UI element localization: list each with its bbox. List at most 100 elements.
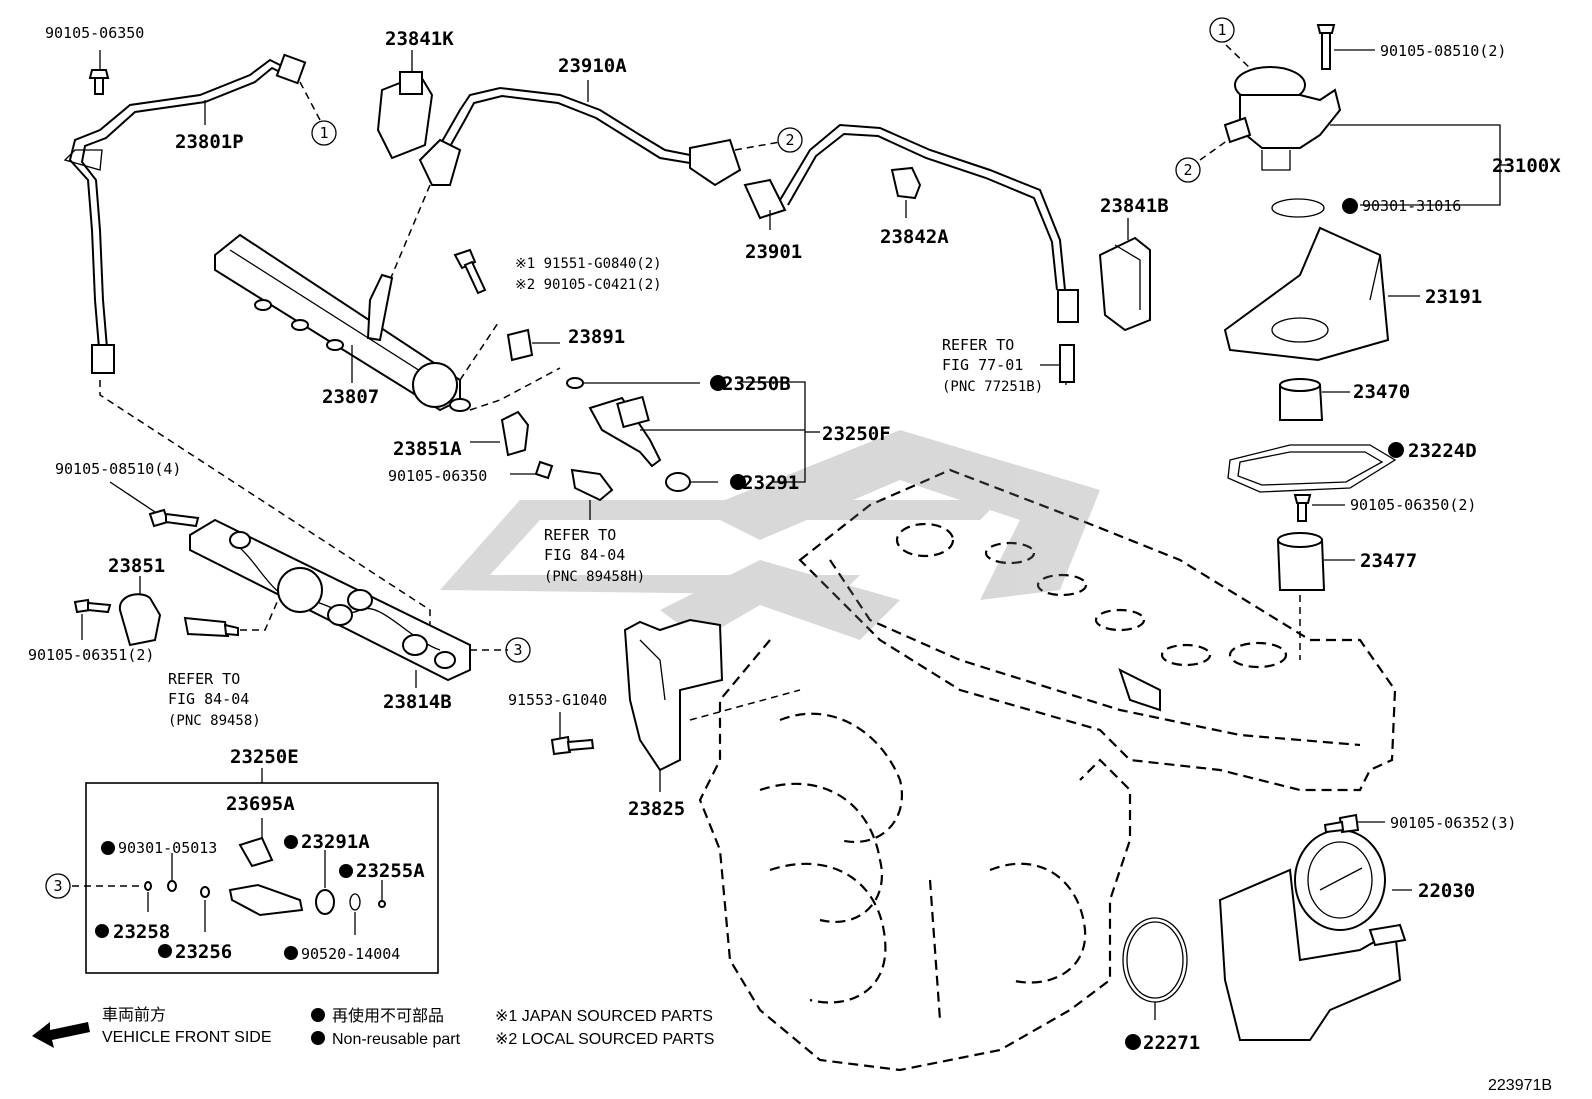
label-23256: 23256 [175, 941, 232, 963]
dash-harness-to-rail [389, 184, 431, 281]
label-23291a: 23291A [301, 831, 370, 853]
label-23842a: 23842A [880, 226, 949, 248]
label-90301-05013: 90301-05013 [118, 839, 217, 857]
fuel-rail-23814b [189, 518, 471, 682]
label-23901: 23901 [745, 241, 802, 263]
legend-nonreuse-en: Non-reusable part [332, 1031, 461, 1048]
label-23807: 23807 [322, 386, 379, 408]
label-23910a: 23910A [558, 55, 627, 77]
label-23801p: 23801P [175, 131, 244, 153]
wire-harness-23910a [418, 86, 742, 187]
label-23477: 23477 [1360, 550, 1417, 572]
harness-23901 [743, 123, 1079, 323]
legend-japan-sourced: ※1 JAPAN SOURCED PARTS [495, 1008, 713, 1025]
bolt-90105-06351-2 [73, 598, 112, 614]
sleeve-23477 [1276, 532, 1326, 591]
label-ref-90105-c0421: ※2 90105-C0421(2) [515, 277, 662, 293]
label-23224d: 23224D [1408, 440, 1477, 462]
label-22271: 22271 [1143, 1032, 1200, 1054]
legend-front-en: VEHICLE FRONT SIDE [102, 1029, 272, 1046]
connector-23841b [1098, 236, 1151, 332]
label-23695a: 23695A [226, 793, 295, 815]
bolt-90105-08510-4 [148, 508, 200, 528]
svg-text:1: 1 [1217, 21, 1226, 39]
label-90105-06350-mid: 90105-06350 [388, 467, 487, 485]
label-23851: 23851 [108, 555, 165, 577]
clip-23842a [890, 166, 922, 200]
label-23250e: 23250E [230, 746, 299, 768]
label-23250f: 23250F [822, 423, 891, 445]
fuel-pump-23100x [1223, 66, 1342, 171]
cover-23851 [118, 593, 162, 647]
callout-1-pump: 1 [1209, 17, 1235, 43]
label-90105-08510-2: 90105-08510(2) [1380, 42, 1506, 60]
label-90105-06350-top: 90105-06350 [45, 24, 144, 42]
svg-text:3: 3 [53, 877, 62, 895]
label-23255a: 23255A [356, 860, 425, 882]
bolt-91553-g1040 [550, 735, 595, 756]
bolt-90105-08510-2 [1316, 24, 1336, 70]
label-90105-06352-3: 90105-06352(3) [1390, 814, 1516, 832]
callout-3-kit: 3 [45, 873, 71, 899]
gasket-22271 [1122, 917, 1188, 1003]
label-90105-08510-4: 90105-08510(4) [55, 460, 181, 478]
bracket-23851a [500, 410, 530, 457]
label-23191: 23191 [1425, 286, 1482, 308]
wire-harness-23801p [63, 53, 307, 374]
collar-23891 [506, 328, 534, 362]
vehicle-front-arrow-icon [32, 1022, 90, 1048]
bracket-23825 [623, 618, 724, 772]
label-refer-84-04-a-line2: FIG 84-04 [544, 546, 625, 564]
kit-parts [144, 836, 386, 917]
label-23851a: 23851A [393, 438, 462, 460]
label-23814b: 23814B [383, 691, 452, 713]
svg-text:3: 3 [513, 641, 522, 659]
bolt-91551-g0840 [453, 248, 487, 295]
legend-nonreuse-jp: 再使用不可部品 [332, 1007, 444, 1025]
label-refer-84-04-a-line3: (PNC 89458H) [544, 569, 645, 585]
label-23825: 23825 [628, 798, 685, 820]
gasket-23224d [1227, 444, 1397, 493]
legend-local-sourced: ※2 LOCAL SOURCED PARTS [495, 1031, 714, 1048]
label-90105-06350-2: 90105-06350(2) [1350, 496, 1476, 514]
label-90520-14004: 90520-14004 [301, 945, 400, 963]
label-refer-77-01-line2: FIG 77-01 [942, 356, 1023, 374]
throttle-body-22030 [1218, 829, 1407, 1041]
bolt-90105-06350-2 [1293, 494, 1312, 522]
label-ref-91551: ※1 91551-G0840(2) [515, 256, 662, 272]
label-23258: 23258 [113, 921, 170, 943]
bracket-23191 [1223, 226, 1390, 362]
callout-2-harness: 2 [777, 127, 803, 153]
label-23841b: 23841B [1100, 195, 1169, 217]
label-23100x: 23100X [1492, 155, 1561, 177]
dash-to-1 [299, 81, 321, 121]
fuel-delivery-pipe-23807 [214, 233, 471, 412]
label-90105-06351-2: 90105-06351(2) [28, 646, 154, 664]
bolt-90105-06350-top [88, 69, 110, 95]
svg-text:2: 2 [1183, 161, 1192, 179]
engine-outline [698, 468, 1397, 1072]
label-refer-77-01-line3: (PNC 77251B) [942, 379, 1043, 395]
legend-front-jp: 車両前方 [102, 1006, 166, 1024]
label-91553-g1040: 91553-G1040 [508, 691, 607, 709]
label-23291: 23291 [742, 472, 799, 494]
watermark [440, 430, 1100, 640]
label-23470: 23470 [1353, 381, 1410, 403]
sensor-89458 [183, 616, 239, 638]
svg-text:2: 2 [785, 131, 794, 149]
bolt-90105-06350-mid [534, 460, 554, 480]
svg-text:1: 1 [319, 124, 328, 142]
label-refer-84-04-a-line1: REFER TO [544, 526, 616, 544]
label-22030: 22030 [1418, 880, 1475, 902]
label-refer-84-04-b-line1: REFER TO [168, 670, 240, 688]
label-refer-77-01-line1: REFER TO [942, 336, 1014, 354]
lifter-23470 [1279, 378, 1324, 421]
label-23250b: 23250B [722, 373, 791, 395]
connector-23841k [376, 71, 434, 160]
callout-1-top: 1 [311, 120, 337, 146]
bolt-90105-06352-3 [1323, 813, 1360, 834]
label-23891: 23891 [568, 326, 625, 348]
label-90301-31016: 90301-31016 [1362, 197, 1461, 215]
